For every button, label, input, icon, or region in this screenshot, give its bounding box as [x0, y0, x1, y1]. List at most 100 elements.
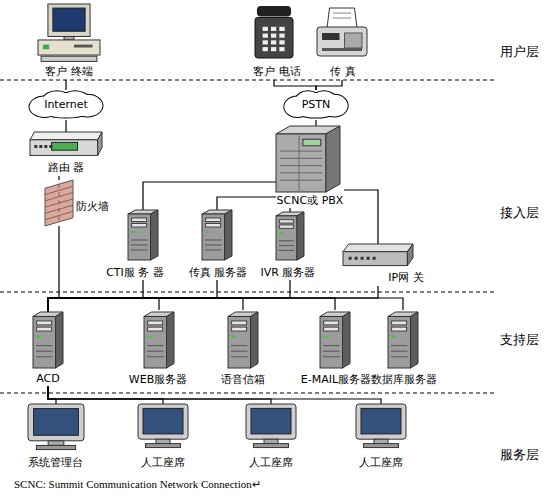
- power-led: [232, 336, 236, 338]
- gateway-led: [367, 257, 370, 260]
- phone-body: [255, 17, 293, 58]
- server-shape: [202, 210, 232, 260]
- tower-side: [411, 312, 419, 368]
- power-led: [206, 231, 210, 233]
- drive-bay: [132, 224, 147, 228]
- connector: [48, 286, 378, 312]
- connector: [316, 80, 342, 90]
- connector: [48, 280, 217, 312]
- device-label: 传真 服务器: [186, 266, 250, 279]
- phone-key: [263, 27, 268, 31]
- pbx-node: SCNC或 PBX: [276, 126, 344, 208]
- monitor-neck: [64, 36, 74, 39]
- server-icon: [128, 210, 158, 260]
- tower-vent: [205, 250, 222, 251]
- layer-divider: [0, 292, 495, 293]
- cabinet-front: [276, 134, 326, 192]
- phone-key: [263, 47, 268, 51]
- cloud-node: Internet: [28, 90, 104, 120]
- tower-vent: [36, 356, 53, 357]
- server-shape: [320, 312, 350, 368]
- brick-joint: [59, 184, 60, 222]
- fax-body: [317, 27, 367, 56]
- drive-bay: [232, 327, 247, 331]
- server-node: WEB服务器: [120, 310, 196, 388]
- connector: [48, 298, 159, 312]
- connector: [48, 280, 290, 312]
- drive-bay: [324, 327, 339, 331]
- tower-vent: [323, 351, 340, 352]
- device-label: 语音信箱: [210, 373, 276, 386]
- tower-vent: [131, 245, 148, 246]
- phone-key: [279, 47, 284, 51]
- drive-bay: [148, 327, 163, 331]
- connector: [48, 298, 403, 312]
- cloud-label: Internet: [28, 98, 104, 111]
- monitor-base: [364, 444, 399, 448]
- monitor-node: 系统管理台: [14, 404, 96, 470]
- connector: [315, 120, 316, 126]
- cabinet-panel: [280, 151, 322, 152]
- drive-bay: [206, 218, 221, 222]
- server-icon: [33, 312, 63, 368]
- connector: [274, 80, 316, 90]
- connector: [65, 120, 66, 132]
- tower-vent: [323, 356, 340, 357]
- monitor-node: 人工座席: [344, 404, 418, 470]
- device-label: WEB服务器: [120, 373, 196, 386]
- server-icon: [144, 312, 174, 368]
- connector: [48, 386, 56, 404]
- monitor-shape: [28, 404, 84, 450]
- server-node: 语音信箱: [210, 310, 276, 388]
- phone-handset: [257, 6, 291, 16]
- tower-front: [388, 316, 411, 368]
- fax-paper: [327, 8, 357, 28]
- layer-label: 用户层: [500, 44, 539, 59]
- connector: [344, 190, 378, 244]
- router-display: [52, 142, 78, 150]
- monitor-screen: [34, 409, 79, 436]
- server-icon: [388, 312, 418, 368]
- device-label: SCNC或 PBX: [268, 194, 352, 207]
- tower-front: [320, 316, 343, 368]
- fax-node: 传 真: [314, 4, 372, 80]
- monitor-neck: [156, 439, 170, 443]
- tower-side: [167, 312, 175, 368]
- monitor-node: 人工座席: [234, 404, 308, 470]
- tower-vent: [391, 345, 408, 346]
- gateway-led: [349, 257, 352, 260]
- connectors: [48, 80, 403, 404]
- device-label: 路由 器: [26, 161, 106, 174]
- router-shape: [30, 132, 102, 155]
- drive-bay: [392, 321, 407, 325]
- tower-vent: [391, 351, 408, 352]
- drive-slot: [74, 45, 93, 48]
- pbx-shape: [276, 126, 340, 192]
- phone-key: [271, 40, 276, 44]
- tower-vent: [36, 345, 53, 346]
- paper-line: [333, 13, 351, 14]
- tower-vent: [279, 250, 294, 251]
- drive-bay: [148, 321, 163, 325]
- connector: [289, 208, 290, 212]
- drive-bay: [37, 321, 52, 325]
- server-shape: [276, 212, 304, 260]
- connector: [48, 226, 59, 312]
- layer-dividers: [0, 80, 495, 393]
- power-led: [37, 336, 41, 338]
- server-shape: [128, 210, 158, 260]
- device-label: IVR 服务器: [256, 266, 320, 279]
- power-led: [392, 336, 396, 338]
- device-label: 防火墙: [76, 200, 116, 213]
- drive-bay: [279, 225, 293, 228]
- monitor-node: 人工座席: [126, 404, 200, 470]
- server-node: 传真 服务器: [186, 210, 250, 280]
- phone-key: [279, 34, 284, 38]
- router-side: [98, 132, 102, 155]
- drive-bay: [392, 327, 407, 331]
- tower-front: [128, 214, 151, 260]
- power-led: [279, 232, 282, 234]
- server-node: 数据库服务器: [366, 310, 442, 388]
- cloud-label: PSTN: [283, 98, 349, 111]
- connector: [48, 386, 381, 404]
